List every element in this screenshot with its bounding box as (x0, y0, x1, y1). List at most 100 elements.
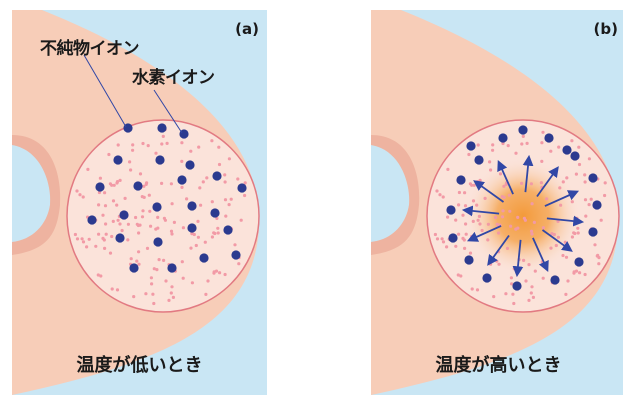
hydrogen-ion-dot (153, 267, 156, 270)
impurity-ion (466, 141, 475, 150)
hydrogen-ion-dot (557, 146, 560, 149)
hydrogen-ion-dot (115, 181, 118, 184)
caption-high-temperature: 温度が高いとき (371, 351, 623, 377)
hydrogen-ion-dot (562, 180, 565, 183)
impurity-ion (544, 133, 553, 142)
hydrogen-ion-dot (199, 204, 202, 207)
hydrogen-ion-dot (243, 194, 246, 197)
hydrogen-ion-dot (571, 235, 574, 238)
impurity-ion (482, 273, 491, 282)
hydrogen-ion-dot (103, 238, 106, 241)
hydrogen-ion-dot (117, 219, 120, 222)
hydrogen-ion-dot (545, 197, 548, 200)
hydrogen-ion-dot (584, 273, 587, 276)
hydrogen-ion-dot (495, 260, 498, 263)
hydrogen-ion-dot (486, 238, 489, 241)
impurity-ion (187, 223, 196, 232)
hydrogen-ion-dot (522, 259, 525, 262)
hydrogen-ion-dot (442, 195, 445, 198)
impurity-ion (185, 160, 194, 169)
hydrogen-ion-dot (527, 299, 530, 302)
hydrogen-ion-dot (218, 271, 221, 274)
impurity-ion (456, 175, 465, 184)
hydrogen-ion-dot (522, 135, 525, 138)
hydrogen-ion-dot (217, 146, 220, 149)
hydrogen-ion-dot (583, 173, 586, 176)
hydrogen-ion-dot (195, 244, 198, 247)
hydrogen-ion-dot (491, 143, 494, 146)
hydrogen-ion-dot (457, 233, 460, 236)
hydrogen-ion-dot (130, 257, 133, 260)
hydrogen-ion-dot (488, 160, 491, 163)
hydrogen-ion-dot (530, 230, 533, 233)
impurity-ion (448, 233, 457, 242)
hydrogen-ion-dot (588, 203, 591, 206)
impurity-ion (237, 183, 246, 192)
hydrogen-ion-dot (510, 276, 513, 279)
hydrogen-ion-dot (445, 245, 448, 248)
hydrogen-ion-dot (121, 229, 124, 232)
caption-low-temperature: 温度が低いとき (12, 351, 267, 377)
hydrogen-ion-dot (118, 222, 121, 225)
hydrogen-ion-dot (576, 227, 579, 230)
hydrogen-ion-dot (604, 181, 607, 184)
hydrogen-ion-dot (150, 282, 153, 285)
hydrogen-ion-dot (502, 185, 505, 188)
hydrogen-ion-dot (566, 279, 569, 282)
hydrogen-ion-dot (593, 243, 596, 246)
impurity-ion (133, 181, 142, 190)
hydrogen-ion-dot (557, 236, 560, 239)
hydrogen-ion-dot (491, 149, 494, 152)
hydrogen-ion-dot (78, 193, 81, 196)
hydrogen-ion-dot (524, 279, 527, 282)
hydrogen-ion-dot (457, 203, 460, 206)
hydrogen-ion-dot (454, 219, 457, 222)
impurity-ion (231, 250, 240, 259)
impurity-ion (152, 202, 161, 211)
hydrogen-ion-dot (145, 181, 148, 184)
hydrogen-ion-dot (103, 191, 106, 194)
hydrogen-ion-dot (520, 142, 523, 145)
hydrogen-ion-dot (481, 229, 484, 232)
hydrogen-ion-dot (507, 144, 510, 147)
hydrogen-ion-dot (172, 296, 175, 299)
hydrogen-ion-dot (86, 168, 89, 171)
hydrogen-ion-dot (489, 263, 492, 266)
hydrogen-ion-dot (147, 144, 150, 147)
hydrogen-ion-dot (469, 252, 472, 255)
panel-low-temperature: (a) 不純物イオン 水素イオン 温度が低いとき (12, 10, 267, 395)
hydrogen-ion-dot (206, 279, 209, 282)
hydrogen-ion-dot (167, 299, 170, 302)
hydrogen-ion-dot (472, 220, 475, 223)
hydrogen-ion-dot (494, 216, 497, 219)
hydrogen-ion-dot (128, 160, 131, 163)
hydrogen-ion-dot (107, 153, 110, 156)
hydrogen-ion-dot (104, 204, 107, 207)
hydrogen-ion-dot (189, 247, 192, 250)
hydrogen-ion-dot (564, 293, 567, 296)
impurity-ion (518, 125, 527, 134)
hydrogen-ion-dot (458, 191, 461, 194)
hydrogen-ion-dot (116, 288, 119, 291)
hydrogen-ion-dot (137, 224, 140, 227)
hydrogen-ion-dot (509, 225, 512, 228)
hydrogen-ion-dot (75, 189, 78, 192)
hydrogen-ion-dot (565, 256, 568, 259)
hydrogen-ion-dot (571, 200, 574, 203)
hydrogen-ion-dot (446, 168, 449, 171)
panel-high-temperature: (b) 温度が高いとき (371, 10, 623, 395)
hydrogen-ion-dot (550, 232, 553, 235)
hydrogen-ion-dot (533, 221, 536, 224)
hydrogen-ion-dot (137, 263, 140, 266)
hydrogen-ion-dot (211, 235, 214, 238)
hydrogen-ion-dot (185, 197, 188, 200)
impurity-ion (512, 281, 521, 290)
hydrogen-ion-dot (88, 238, 91, 241)
panel-label-a: (a) (235, 20, 259, 38)
hydrogen-ion-dot (484, 197, 487, 200)
hydrogen-ion-dot (565, 176, 568, 179)
hydrogen-ion-dot (213, 270, 216, 273)
hydrogen-ion-dot (180, 186, 183, 189)
hydrogen-ion-dot (99, 177, 102, 180)
impurity-ion (446, 205, 455, 214)
